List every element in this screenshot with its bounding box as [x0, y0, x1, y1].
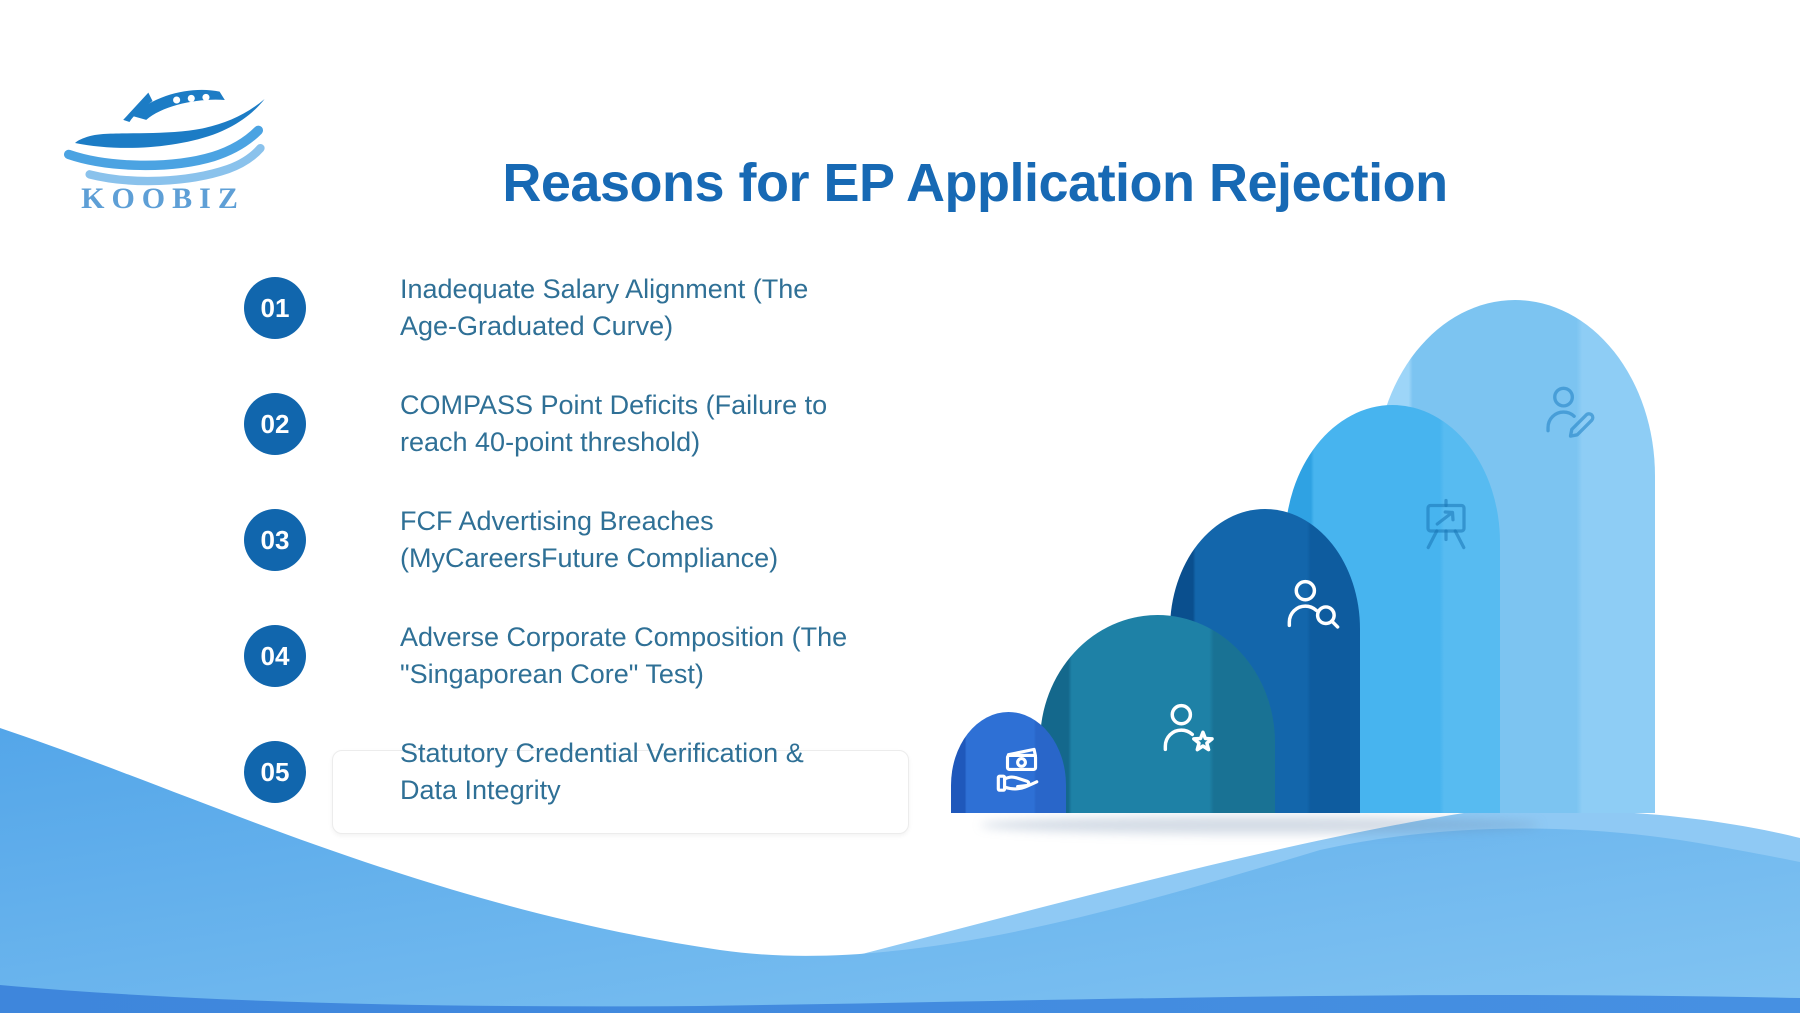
dome-shadow — [980, 816, 1540, 834]
person-search-icon — [1287, 579, 1340, 629]
wave-main-layer — [0, 728, 1800, 1013]
growth-step-2 — [1040, 615, 1275, 813]
list-item: FCF Advertising Breaches (MyCareersFuture… — [400, 503, 900, 577]
item-text-line: FCF Advertising Breaches — [400, 506, 714, 536]
item-number-badge: 02 — [244, 393, 306, 455]
person-pencil-icon — [1546, 386, 1595, 438]
item-text-line: COMPASS Point Deficits (Failure to — [400, 390, 828, 420]
list-item: Statutory Credential Verification & Data … — [400, 735, 900, 809]
item-number-badge: 01 — [244, 277, 306, 339]
list-card — [332, 750, 909, 834]
person-star-icon — [1163, 703, 1214, 752]
item-number-badge: 03 — [244, 509, 306, 571]
item-number-badge: 05 — [244, 741, 306, 803]
money-in-hand-icon — [996, 747, 1039, 792]
item-text-line: Inadequate Salary Alignment (The — [400, 274, 809, 304]
list-item: Adverse Corporate Composition (The "Singa… — [400, 619, 900, 693]
page-title: Reasons for EP Application Rejection — [502, 153, 1448, 213]
item-text-line: Statutory Credential Verification & — [400, 738, 804, 768]
wave-deep-layer — [0, 985, 1800, 1013]
item-number-badge: 04 — [244, 625, 306, 687]
item-text-line: reach 40-point threshold) — [400, 427, 701, 457]
item-text-line: (MyCareersFuture Compliance) — [400, 543, 779, 573]
item-text-line: Data Integrity — [400, 775, 561, 805]
presentation-easel-icon — [1426, 498, 1466, 550]
item-text-line: Age-Graduated Curve) — [400, 311, 674, 341]
item-text-line: Adverse Corporate Composition (The — [400, 622, 848, 652]
brand-logo: KOOBIZ — [58, 78, 268, 228]
bottom-wave — [0, 728, 1800, 1013]
item-text-line: "Singaporean Core" Test) — [400, 659, 704, 689]
list-item: COMPASS Point Deficits (Failure to reach … — [400, 387, 900, 461]
boat-icon — [64, 89, 265, 186]
brand-name: KOOBIZ — [81, 182, 245, 215]
